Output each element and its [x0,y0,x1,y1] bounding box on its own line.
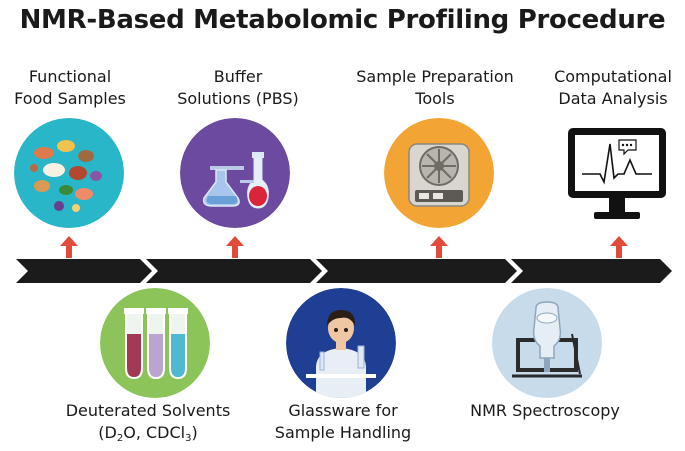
nmr-spectrometer-icon [492,288,602,398]
formula-part: ) [191,423,198,442]
label-line: Glassware for [288,401,398,420]
label-line: Deuterated Solvents [65,401,231,420]
label-line: Tools [415,89,455,108]
step-label-nmr: NMR Spectroscopy [450,400,640,422]
timeline-segment [146,259,322,283]
timeline-segment [16,259,152,283]
label-line: Sample Handling [274,423,412,442]
formula-part: O, CDCl [123,423,186,442]
step-label-data-analysis: Computational Data Analysis [548,66,678,110]
timeline-arrow [16,259,672,283]
up-arrow-icon [226,236,244,258]
up-arrow-icon [610,236,628,258]
page-title: NMR-Based Metabolomic Profiling Procedur… [19,5,666,35]
formula-subscript: 3 [185,433,192,444]
scientist-icon [286,288,396,398]
label-line: Computational [554,67,672,86]
label-line: NMR Spectroscopy [470,401,620,420]
step-label-functional-food: Functional Food Samples [10,66,130,110]
formula-part: (D [98,423,117,442]
up-arrow-icon [60,236,78,258]
label-line: Sample Preparation [356,67,514,86]
label-line: Functional [28,67,112,86]
up-arrow-icon [430,236,448,258]
label-line-formula: (D2O, CDCl3) [38,422,258,444]
formula-subscript: 2 [116,433,124,444]
label-line: Buffer [213,67,263,86]
timeline-segment [316,259,517,283]
monitor-spectrum-icon [564,124,670,224]
step-label-buffer: Buffer Solutions (PBS) [168,66,308,110]
food-samples-icon [14,118,124,228]
step-label-sample-prep: Sample Preparation Tools [345,66,525,110]
label-line: Data Analysis [558,89,668,108]
lab-flasks-icon [180,118,290,228]
step-label-deuterated-solvents: Deuterated Solvents (D2O, CDCl3) [38,400,258,444]
test-tubes-icon [100,288,210,398]
step-label-glassware: Glassware for Sample Handling [268,400,418,444]
label-line: Solutions (PBS) [177,89,299,108]
label-line: Food Samples [14,89,126,108]
timeline-segment [511,259,672,283]
centrifuge-icon [384,118,494,228]
